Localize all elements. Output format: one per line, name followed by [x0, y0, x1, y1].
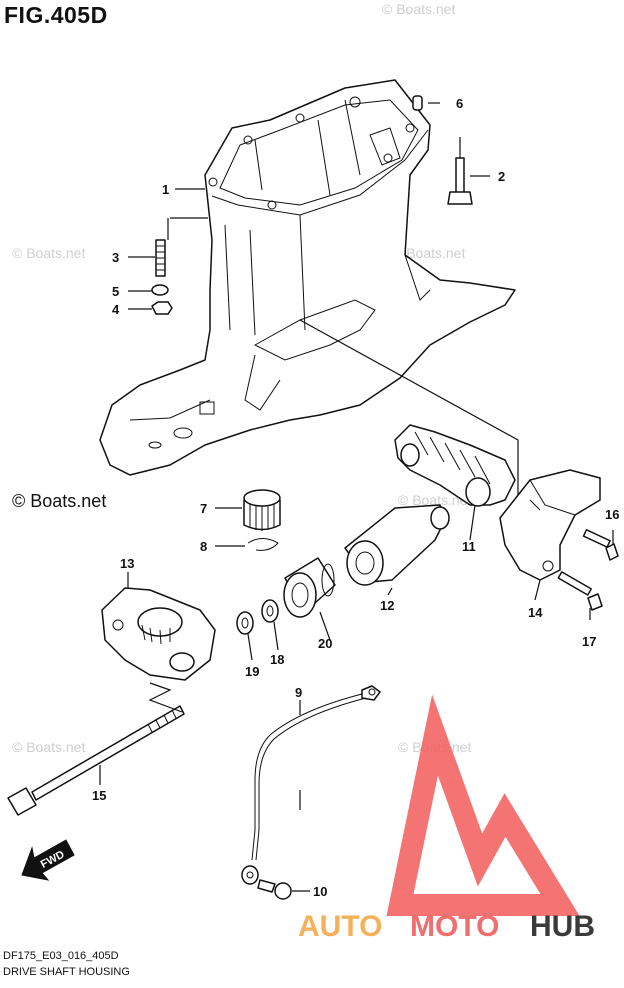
bushing [243, 489, 281, 531]
callout-number: 2 [498, 169, 505, 184]
fwd-arrow: FWD [21, 839, 75, 881]
callout-number: 20 [318, 636, 332, 651]
callout-number: 13 [120, 556, 134, 571]
mount [344, 504, 450, 586]
mount-rubber [394, 424, 516, 507]
callout-number: 16 [605, 507, 619, 522]
callout-number: 12 [380, 598, 394, 613]
figure-name: DRIVE SHAFT HOUSING [3, 966, 130, 978]
washer [236, 611, 254, 635]
callout-number: 3 [112, 250, 119, 265]
callout-number: 11 [462, 539, 476, 554]
collar [283, 557, 336, 618]
dowel-pin [412, 95, 423, 111]
logo-triangle-icon [386, 694, 580, 916]
logo-text-auto: AUTO [298, 910, 382, 943]
watermark: © Boats.net [382, 1, 455, 17]
bolt [582, 529, 619, 561]
logo: AUTO MOTO HUB [298, 694, 595, 943]
drive-shaft-housing [99, 79, 516, 476]
long-bolt [7, 705, 185, 816]
bolt [557, 571, 603, 611]
stud [155, 239, 166, 277]
ground-wire [241, 685, 381, 885]
watermark: © Boats.net [392, 245, 465, 261]
nut [151, 301, 173, 315]
washer [151, 284, 169, 296]
callout-number: 8 [200, 539, 207, 554]
watermark: © Boats.net [12, 245, 85, 261]
callout-number: 17 [582, 634, 596, 649]
callout-number: 15 [92, 788, 106, 803]
callout-number: 1 [162, 182, 169, 197]
callout-number: 19 [245, 664, 259, 679]
model-code: DF175_E03_016_405D [3, 950, 119, 962]
washer [261, 599, 279, 623]
circlip [247, 538, 279, 551]
callout-number: 14 [528, 605, 543, 620]
callout-number: 10 [313, 884, 327, 899]
callout-number: 4 [112, 302, 120, 317]
logo-text-moto: MOTO [410, 910, 499, 943]
watermark: © Boats.net [12, 739, 85, 755]
damper-block [101, 587, 216, 681]
watermark: © Boats.net [12, 491, 106, 511]
callout-number: 5 [112, 284, 119, 299]
figure-title: FIG.405D [4, 2, 108, 28]
callout-number: 7 [200, 501, 207, 516]
screw [257, 879, 292, 900]
callout-number: 18 [270, 652, 284, 667]
watermark: © Boats.net [398, 492, 471, 508]
bolt [447, 157, 473, 205]
callout-number: 6 [456, 96, 463, 111]
logo-text-hub: HUB [530, 910, 595, 943]
mount-bracket [499, 469, 601, 581]
callout-number: 9 [295, 685, 302, 700]
